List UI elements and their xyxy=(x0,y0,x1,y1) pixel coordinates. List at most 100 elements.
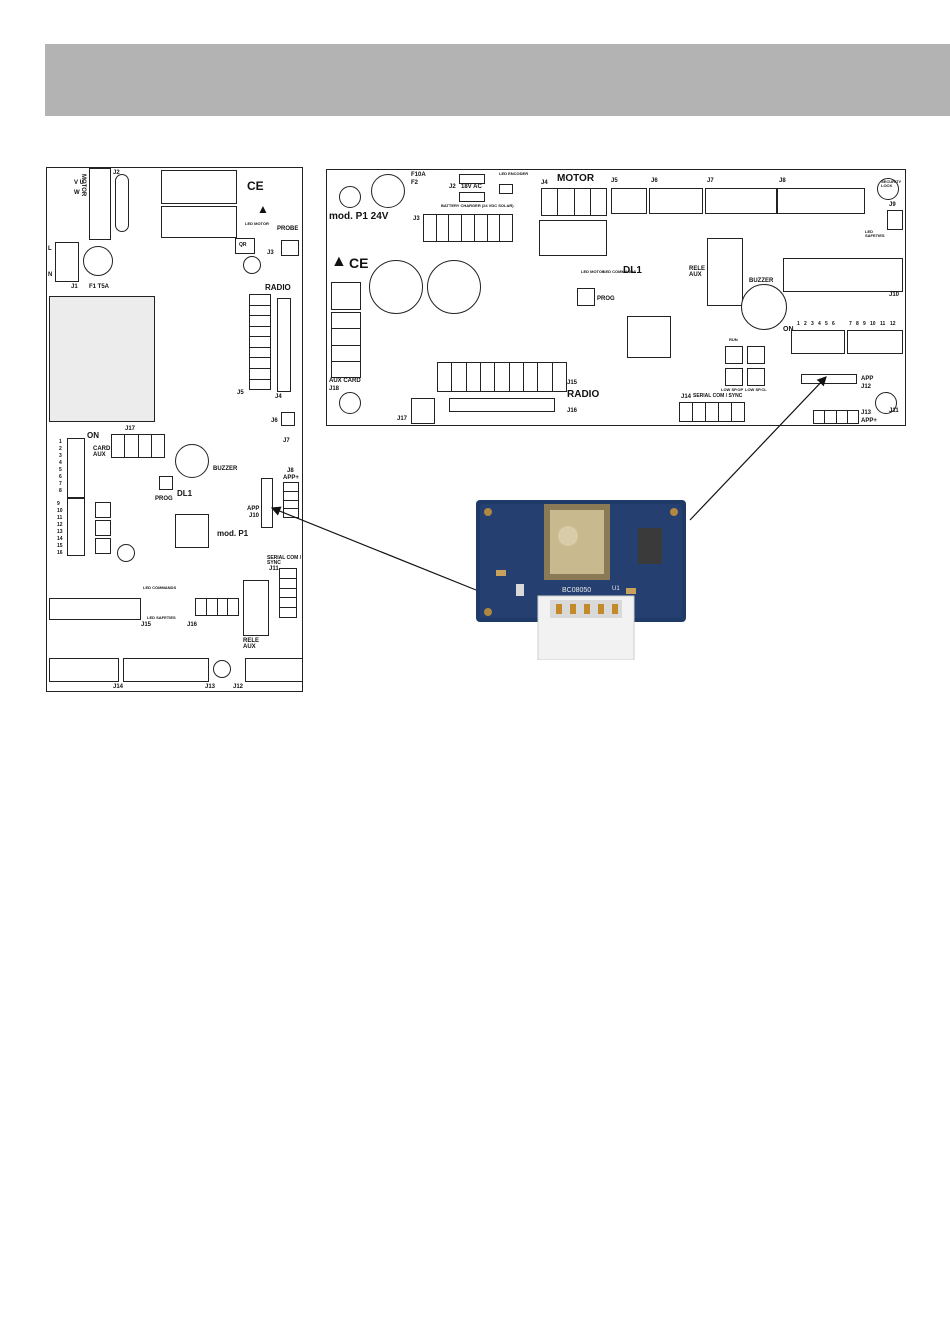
rele-aux-label: RELE AUX xyxy=(689,266,706,278)
app-plus-label: APP+ xyxy=(861,418,877,424)
ac-label: 18V AC xyxy=(461,184,482,190)
dip-16: 16 xyxy=(57,550,63,556)
rele-aux-label: RELE AUX xyxy=(243,638,260,650)
motor-label: MOTOR xyxy=(557,173,595,184)
dip-8: 8 xyxy=(856,321,859,327)
j12-label: J12 xyxy=(861,384,872,390)
adjust-pot-2 xyxy=(95,520,111,536)
j17-connector xyxy=(411,398,435,424)
j6-connector xyxy=(281,412,295,426)
j14-label: J14 xyxy=(113,684,124,690)
j9-connector xyxy=(887,210,903,230)
on-label: ON xyxy=(783,326,794,333)
j17-label: J17 xyxy=(125,426,136,432)
dip-switch-top xyxy=(67,438,85,498)
j15-label: J15 xyxy=(567,380,578,386)
dip-6: 6 xyxy=(59,474,62,480)
mounting-hole xyxy=(213,660,231,678)
model-label: mod. P1 xyxy=(217,529,249,538)
mounting-hole xyxy=(877,178,899,200)
led-encoder-label: LED ENCODER xyxy=(499,171,529,176)
dip-5: 5 xyxy=(825,321,828,327)
radio-label: RADIO xyxy=(567,389,600,400)
mounting-hole xyxy=(243,256,261,274)
pot-2 xyxy=(747,346,765,364)
buzzer xyxy=(741,284,787,330)
dip-7: 7 xyxy=(59,481,62,487)
low-speed-close-label: LOW SP.CL xyxy=(745,387,767,392)
n-label: N xyxy=(48,272,53,278)
dip-11: 11 xyxy=(880,321,886,327)
dip-7: 7 xyxy=(849,321,852,327)
card-aux-label: CARD AUX xyxy=(93,446,111,458)
terminal-j12 xyxy=(245,658,303,682)
battery-label: BATTERY CHARGER (24 VDC SOLAR) xyxy=(441,203,514,208)
fuse-label: F10A xyxy=(411,172,426,178)
led-commands-label: LED COMMANDS xyxy=(143,585,177,590)
j18-label: J18 xyxy=(329,386,340,392)
j2-label: J2 xyxy=(449,184,456,190)
j7-label: J7 xyxy=(283,438,290,444)
led-motor-label: LED MOTOR xyxy=(245,221,269,226)
dip-1: 1 xyxy=(59,439,62,445)
fuse-f1 xyxy=(83,246,113,276)
low-speed-open-label: LOW SP.OP xyxy=(721,387,744,392)
motor-connector xyxy=(541,188,607,216)
on-label: ON xyxy=(87,431,99,440)
qr-box xyxy=(235,238,255,254)
led-safeties-label: LED SAFETIES xyxy=(865,229,885,238)
esd-warning-icon: ▲ xyxy=(257,202,269,216)
f2-label: F2 xyxy=(411,180,419,186)
j10-label: J10 xyxy=(889,292,900,298)
prog-label: PROG xyxy=(155,496,173,502)
motor-relay xyxy=(539,220,607,256)
radio-socket-j16 xyxy=(449,398,555,412)
esd-warning-icon: ▲ xyxy=(331,253,347,270)
aux-card-top xyxy=(331,282,361,310)
j8-connector xyxy=(777,188,865,214)
dip-1: 1 xyxy=(797,321,800,327)
j11-label: J11 xyxy=(269,566,279,572)
j10-connector xyxy=(783,258,903,292)
dip-8: 8 xyxy=(59,488,62,494)
run-label: RUN xyxy=(729,337,738,342)
module-part-id: BC08050 xyxy=(562,587,591,594)
j7-connector xyxy=(705,188,777,214)
j1-terminal xyxy=(55,242,79,282)
dip-3: 3 xyxy=(811,321,814,327)
dip-9: 9 xyxy=(863,321,866,327)
dip-12: 12 xyxy=(57,522,63,528)
microcontroller xyxy=(175,514,209,548)
serial-connector xyxy=(279,568,297,618)
prog-button xyxy=(577,288,595,306)
aux-card-connector xyxy=(331,312,361,378)
relay-top xyxy=(161,170,237,204)
probe-connector xyxy=(281,240,299,256)
j6-label: J6 xyxy=(651,178,658,184)
dip-2: 2 xyxy=(59,446,62,452)
fuse-f10a xyxy=(371,174,405,208)
j3-label: J3 xyxy=(413,216,420,222)
low-speed-close-pot xyxy=(747,368,765,386)
motor-terminal-block xyxy=(89,168,111,240)
serial-label: SERIAL COM / SYNC xyxy=(267,555,302,566)
capacitor-1 xyxy=(369,260,423,314)
radio-label: RADIO xyxy=(265,283,291,292)
j7-label: J7 xyxy=(707,178,714,184)
run-pot xyxy=(725,346,743,364)
j2-label: J2 xyxy=(113,170,120,176)
serial-connector xyxy=(679,402,745,422)
ce-mark: CE xyxy=(247,179,264,193)
encoder-connector xyxy=(499,184,513,194)
dip-9: 9 xyxy=(57,501,60,507)
dip-10: 10 xyxy=(57,508,63,514)
terminal-j14 xyxy=(49,658,119,682)
j4-label: J4 xyxy=(275,394,282,400)
j3-connector xyxy=(423,214,513,242)
prog-button xyxy=(159,476,173,490)
app-label: APP xyxy=(247,506,260,512)
dip-3: 3 xyxy=(59,453,62,459)
dl1-label: DL1 xyxy=(623,265,642,276)
dip-6: 6 xyxy=(832,321,835,327)
app-plus-connector xyxy=(813,410,859,424)
